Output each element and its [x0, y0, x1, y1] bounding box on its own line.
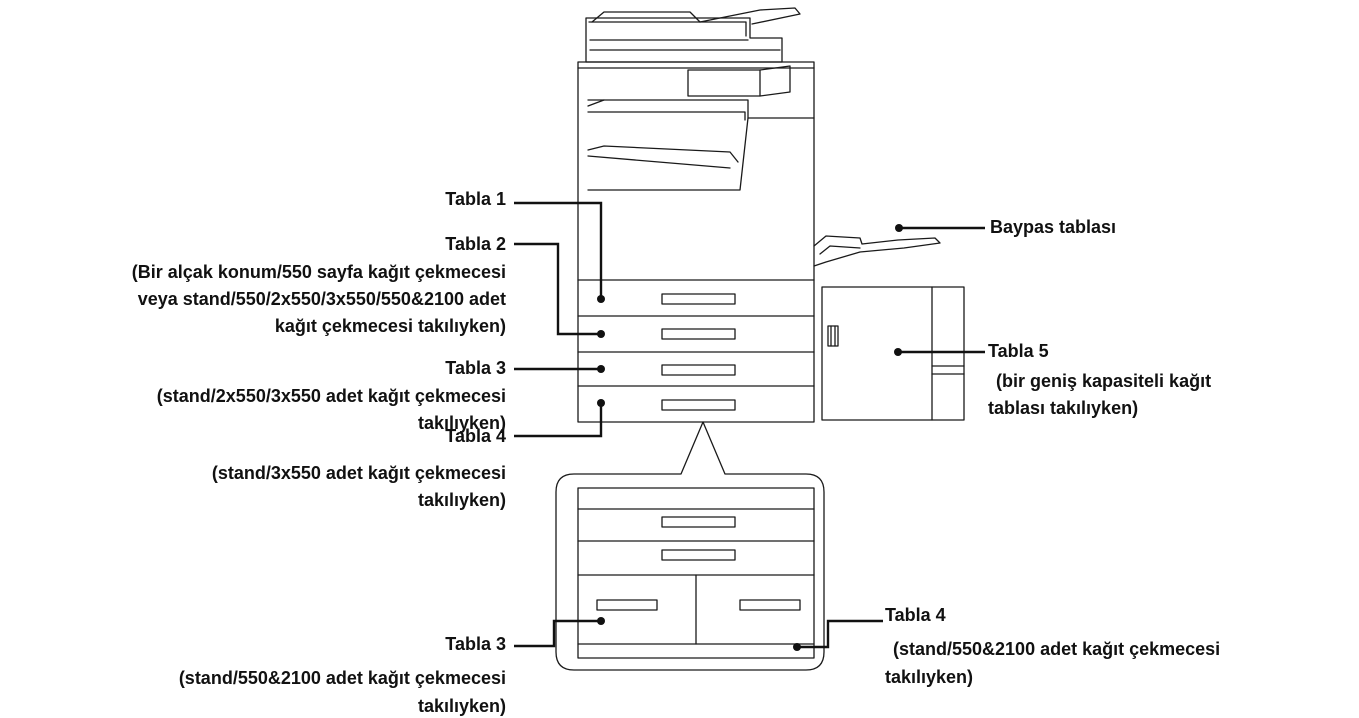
leader-tray2 [514, 242, 601, 336]
label-tray5: Tabla 5 (bir geniş kapasiteli kağıt tabl… [988, 340, 1211, 420]
label-bypass-title: Baypas tablası [990, 217, 1117, 237]
label-tray4-note-1: (stand/3x550 adet kağıt çekmecesi [211, 463, 506, 483]
label-tray4-title: Tabla 4 [445, 426, 506, 446]
label-tray3-alt-note-2: takılıyken) [417, 696, 506, 716]
label-tray1-title: Tabla 1 [445, 189, 506, 209]
bypass-tray-drawing [813, 235, 941, 267]
label-tray2-note-2: veya stand/550/2x550/3x550/550&2100 adet [137, 289, 506, 309]
label-tray2-note-3: kağıt çekmecesi takılıyken) [274, 316, 506, 336]
label-tray4-alt: Tabla 4 (stand/550&2100 adet kağıt çekme… [885, 604, 1220, 689]
label-tray2-note-1: (Bir alçak konum/550 sayfa kağıt çekmece… [131, 262, 506, 282]
leader-tray3-alt [514, 619, 601, 648]
label-tray4-alt-note-1: (stand/550&2100 adet kağıt çekmecesi [893, 639, 1221, 659]
label-tray3-note-2: takılıyken) [417, 413, 506, 433]
label-tray3-note-1: (stand/2x550/3x550 adet kağıt çekmecesi [156, 386, 506, 406]
label-tray5-title: Tabla 5 [988, 341, 1049, 361]
leader-tray1 [514, 201, 603, 299]
printer-diagram [514, 7, 985, 671]
main-body [577, 61, 815, 423]
label-tray3-title: Tabla 3 [445, 358, 506, 378]
label-tray4-alt-title: Tabla 4 [885, 605, 946, 625]
label-tray1: Tabla 1 [445, 188, 506, 211]
label-tray3-alt: Tabla 3 (stand/550&2100 adet kağıt çekme… [179, 633, 506, 718]
large-capacity-tray-drawing [821, 286, 965, 421]
label-tray2: Tabla 2 (Bir alçak konum/550 sayfa kağıt… [132, 233, 506, 338]
label-tray4-note-2: takılıyken) [417, 490, 506, 510]
label-tray2-title: Tabla 2 [445, 234, 506, 254]
label-tray4: Tabla 4 (stand/3x550 adet kağıt çekmeces… [212, 425, 506, 512]
label-tray4-alt-note-2: takılıyken) [885, 667, 974, 687]
leader-tray4-alt [797, 619, 883, 649]
label-tray5-note-1: (bir geniş kapasiteli kağıt [996, 371, 1212, 391]
label-tray3: Tabla 3 (stand/2x550/3x550 adet kağıt çe… [157, 357, 506, 435]
label-bypass: Baypas tablası [990, 216, 1116, 239]
label-tray5-note-2: tablası takılıyken) [988, 398, 1139, 418]
label-tray3-alt-note-1: (stand/550&2100 adet kağıt çekmecesi [178, 668, 506, 688]
callout-stand [555, 421, 825, 671]
label-tray3-alt-title: Tabla 3 [445, 634, 506, 654]
document-feeder [585, 7, 801, 63]
leader-tray4 [514, 403, 603, 438]
